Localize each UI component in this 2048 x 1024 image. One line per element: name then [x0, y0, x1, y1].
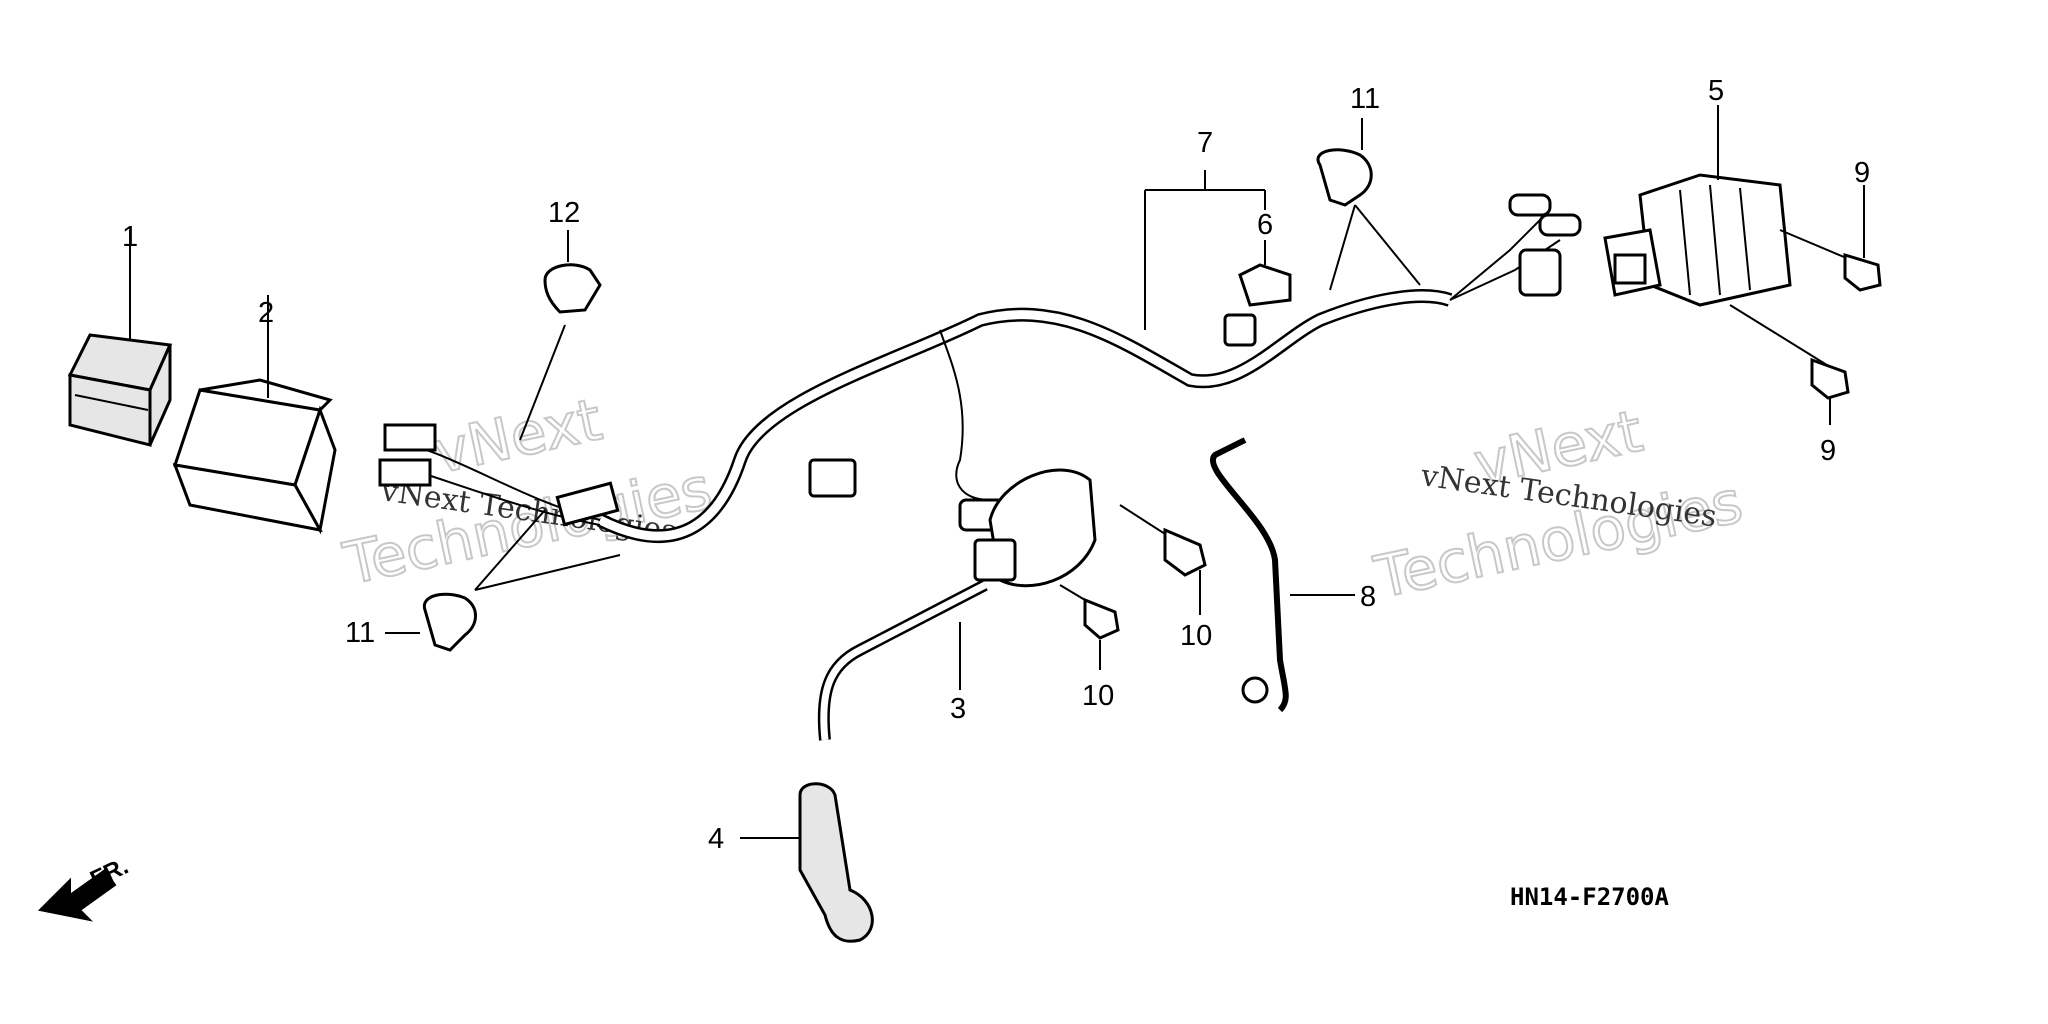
part-5-regulator-rectifier [1603, 105, 1792, 307]
diagram-code: HN14-F2700A [1510, 883, 1669, 911]
callout-11-top: 11 [1350, 83, 1380, 115]
callout-2: 2 [258, 297, 274, 329]
callout-11-bottom: 11 [345, 617, 375, 649]
callout-5: 5 [1708, 75, 1724, 107]
part-7-wire-harness [378, 170, 1582, 544]
watermark-vnext: vNext [428, 385, 608, 487]
callout-10-upper: 10 [1180, 620, 1212, 652]
part-10-bolt-upper [1119, 504, 1207, 615]
part-9-bolt-lower [1729, 304, 1850, 425]
part-1-relay [67, 230, 173, 447]
part-11-clamp-top [1316, 118, 1421, 291]
part-11-clamp-bottom [385, 509, 621, 652]
callout-7-label: 7 [1197, 127, 1213, 159]
callout-9-upper: 9 [1854, 157, 1870, 189]
callout-4: 4 [708, 823, 724, 855]
part-4-spark-plug-cap [740, 782, 874, 943]
part-6-relay [1238, 240, 1292, 307]
callout-8: 8 [1360, 581, 1376, 613]
callout-3: 3 [950, 693, 966, 725]
part-12-clip [519, 230, 602, 441]
callout-12: 12 [548, 197, 580, 229]
part-2-control-unit [172, 295, 337, 535]
callout-6: 6 [1257, 209, 1273, 241]
part-8-sensor-lead [1209, 437, 1355, 713]
part-10-bolt-lower [1059, 584, 1120, 670]
front-direction-arrow-icon [37, 868, 117, 922]
part-3-ignition-coil [817, 468, 1097, 741]
callout-9-lower: 9 [1820, 435, 1836, 467]
callout-10-lower: 10 [1082, 680, 1114, 712]
callout-1: 1 [122, 221, 138, 253]
part-9-bolt-upper [1779, 185, 1882, 292]
